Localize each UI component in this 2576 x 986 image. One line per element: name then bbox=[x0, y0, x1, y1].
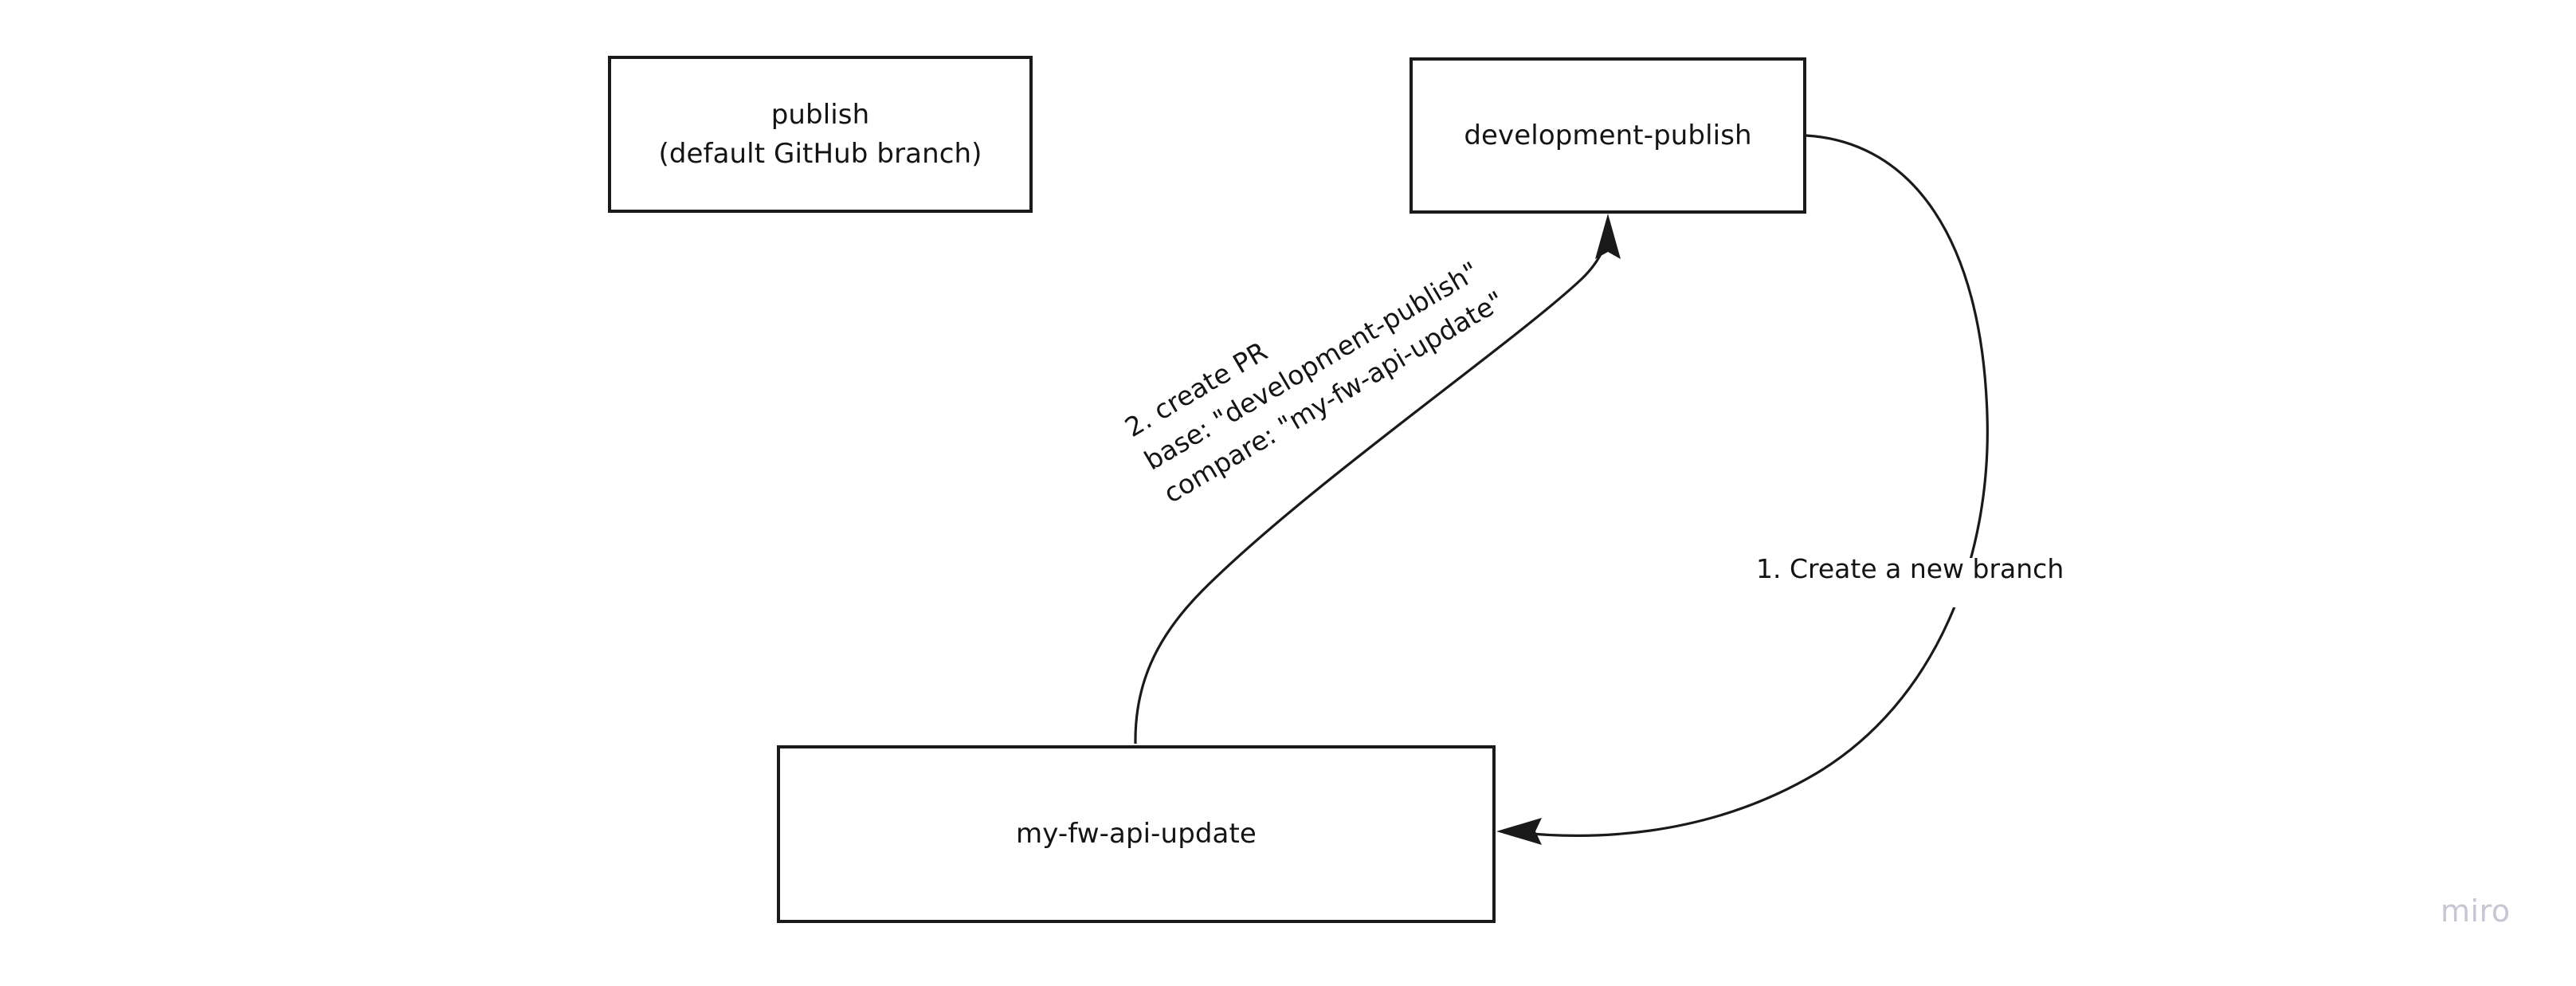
node-publish[interactable]: publish (default GitHub branch) bbox=[608, 56, 1033, 213]
edge-create-branch-label-mask bbox=[1750, 558, 2116, 607]
edge-create-branch-path bbox=[1508, 134, 1989, 837]
node-publish-label: publish (default GitHub branch) bbox=[658, 99, 982, 170]
edge-create-branch[interactable] bbox=[1496, 134, 2116, 845]
edge-create-branch-arrowhead-icon bbox=[1496, 818, 1542, 845]
node-my-fw-api-update[interactable]: my-fw-api-update bbox=[777, 745, 1496, 923]
node-development-publish-label: development-publish bbox=[1464, 119, 1752, 151]
miro-watermark: miro bbox=[2441, 894, 2511, 929]
edge-create-pr-path bbox=[1134, 227, 1610, 744]
edge-create-pr-arrowhead-icon bbox=[1595, 214, 1621, 259]
edge-create-pr[interactable] bbox=[1134, 214, 1621, 744]
node-development-publish[interactable]: development-publish bbox=[1410, 57, 1806, 214]
node-my-fw-api-update-label: my-fw-api-update bbox=[1016, 818, 1257, 850]
